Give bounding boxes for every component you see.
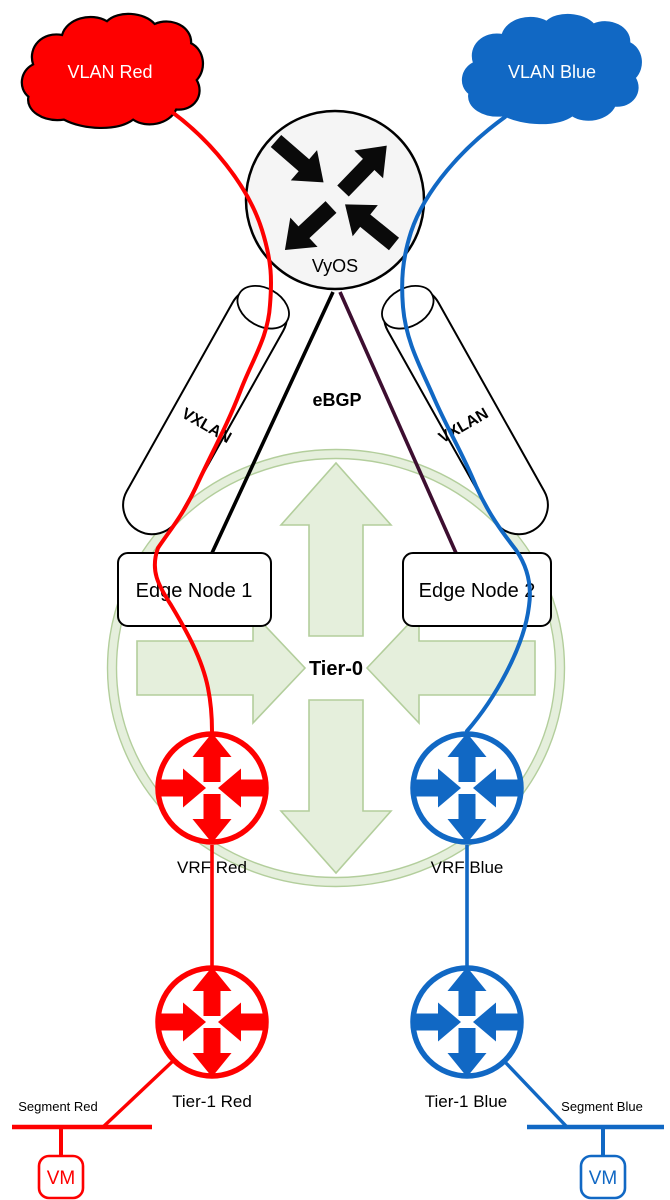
red-traffic-path (152, 110, 274, 733)
ebgp-link-left (210, 291, 335, 554)
vm-blue-box (579, 1154, 627, 1200)
tier0-right-arrow (365, 610, 536, 726)
tier0-left-arrow (136, 610, 307, 726)
vlan-blue-cloud: VLAN Blue (461, 13, 642, 125)
segment-red-label: Segment Red (18, 1099, 98, 1114)
vm-blue-label: VM (589, 1168, 618, 1189)
segment-red-uplink (101, 1058, 176, 1129)
segment-blue: Segment Blue VM (503, 1060, 664, 1200)
edge-node-2-box (402, 552, 552, 627)
tier0-up-arrow (279, 461, 393, 637)
tier0-ring-inner-edge (115, 457, 557, 879)
vrf-red-router-icon (158, 733, 266, 843)
vyos-router: VyOS (244, 109, 426, 291)
vrf-red-label: VRF Red (177, 858, 247, 877)
tier0-router-icon: Tier-0 (106, 448, 566, 888)
vlan-red-cloud: VLAN Red (20, 12, 205, 130)
tier0-ring (107, 449, 565, 887)
tier0-ring-outer-edge (106, 448, 566, 888)
tunnel-right-mouth (381, 284, 435, 330)
tier0-down-arrow (279, 699, 393, 875)
blue-traffic-path (400, 115, 532, 733)
tier1-red-label: Tier-1 Red (172, 1092, 252, 1111)
tier1-blue-label: Tier-1 Blue (425, 1092, 508, 1111)
segment-blue-label: Segment Blue (561, 1099, 643, 1114)
edge-node-2-label: Edge Node 2 (419, 580, 536, 602)
tier1-blue-router-icon (413, 967, 521, 1077)
segment-red: Segment Red VM (12, 1058, 176, 1200)
vxlan-tunnel-right (381, 284, 549, 536)
vm-red-box (37, 1154, 85, 1200)
edge-node-1-label: Edge Node 1 (136, 580, 253, 602)
ebgp-label: eBGP (312, 390, 361, 410)
edge-node-1: Edge Node 1 (117, 552, 272, 627)
tier0-label: Tier-0 (309, 658, 363, 680)
vrf-blue-label: VRF Blue (431, 858, 504, 877)
ebgp-link-right (338, 291, 458, 554)
edge-node-2: Edge Node 2 (402, 552, 552, 627)
vyos-label: VyOS (312, 256, 358, 276)
vrf-blue-router-icon (413, 733, 521, 843)
vlan-blue-label: VLAN Blue (508, 62, 596, 82)
segment-blue-uplink (503, 1060, 569, 1129)
vm-red-label: VM (47, 1168, 76, 1189)
vlan-red-label: VLAN Red (67, 62, 152, 82)
